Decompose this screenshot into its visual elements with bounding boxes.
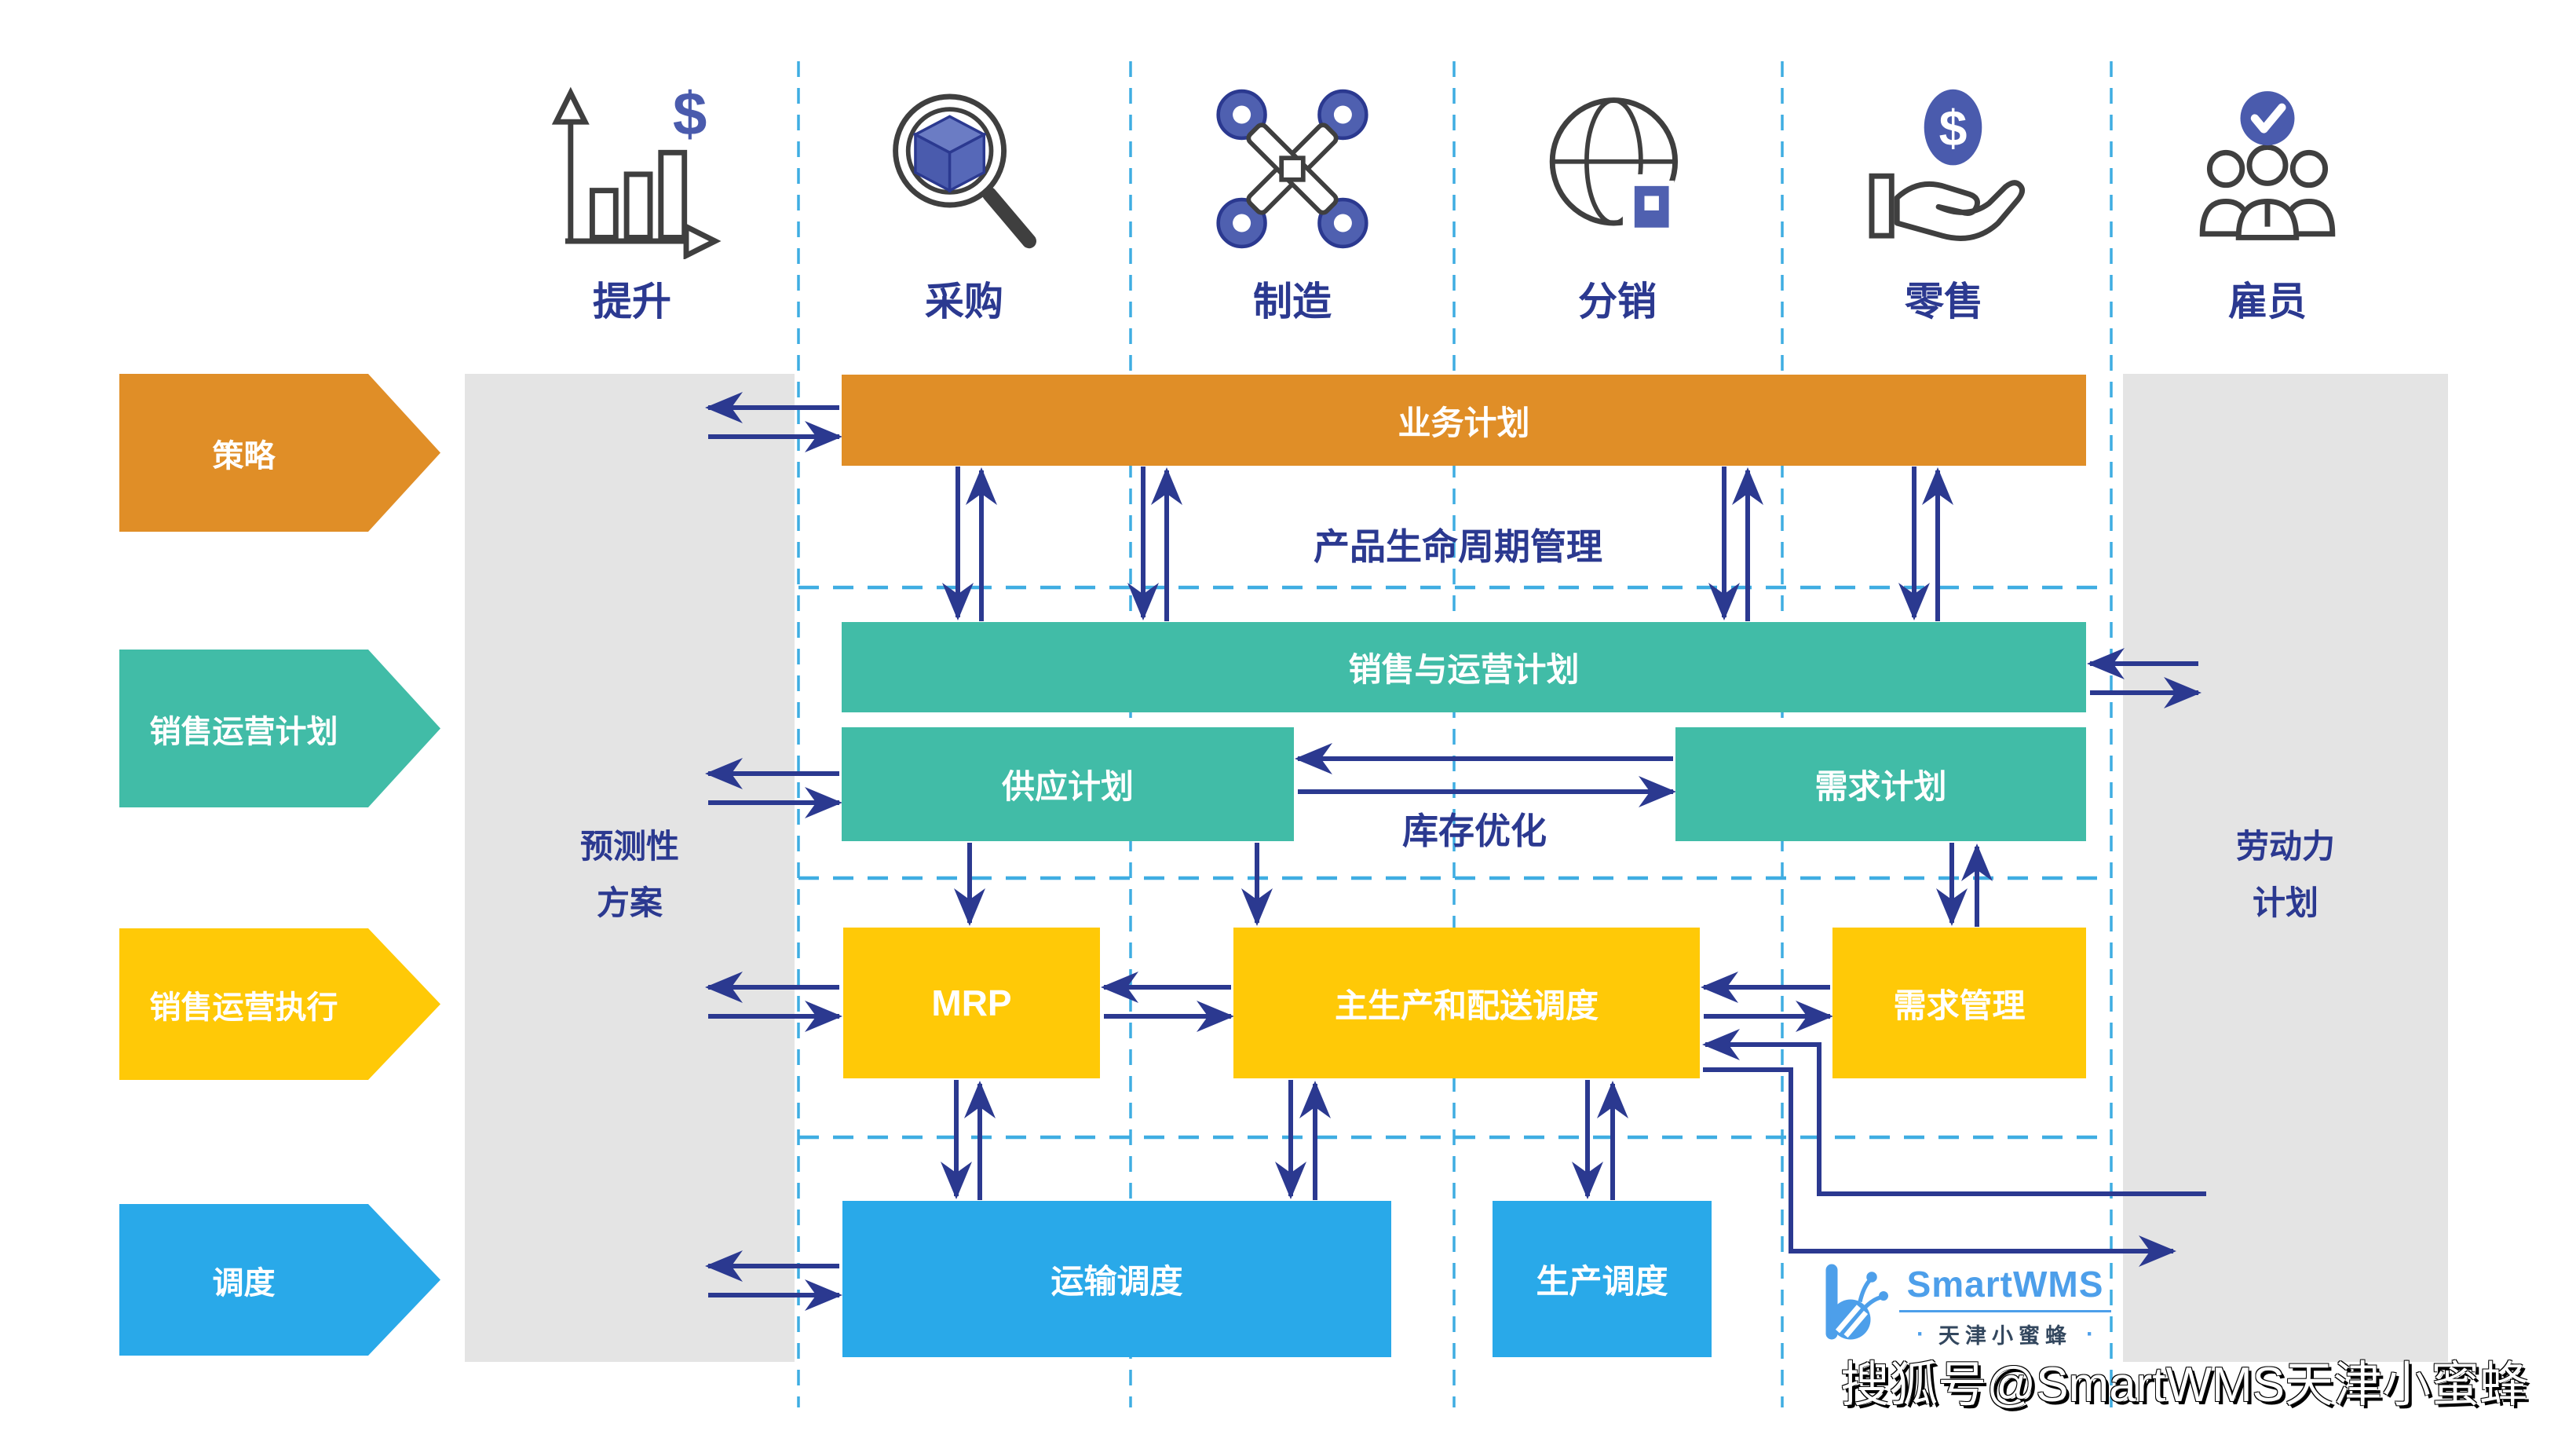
supply-plan-label: 供应计划 xyxy=(1001,768,1134,805)
growth-chart-icon: $ xyxy=(542,79,722,260)
smartwms-logo: SmartWMS · 天津小蜜蜂 · xyxy=(1818,1263,2111,1357)
header-label-improve: 提升 xyxy=(593,280,671,324)
pennant-scheduling: 调度 xyxy=(119,1204,440,1356)
header-label-manufacturing: 制造 xyxy=(1253,280,1332,324)
inventory-optimization-label: 库存优化 xyxy=(1402,811,1547,851)
watermark-text: 搜狐号@SmartWMS天津小蜜蜂 xyxy=(1840,1358,2528,1412)
business-plan-label: 业务计划 xyxy=(1398,404,1530,441)
sop-label: 销售与运营计划 xyxy=(1348,651,1580,688)
mrp-box: MRP xyxy=(843,928,1100,1078)
workforce-plan-line2: 计划 xyxy=(2252,884,2318,921)
demand-plan-box: 需求计划 xyxy=(1675,727,2086,841)
predictive-plan-text: 预测性 方案 xyxy=(465,818,795,931)
workforce-plan-text: 劳动力 计划 xyxy=(2123,818,2448,931)
logo-subtitle: 天津小蜜蜂 xyxy=(1938,1324,2072,1348)
header-label-retail: 零售 xyxy=(1905,280,1983,324)
logo-dot-right: · xyxy=(2086,1320,2094,1347)
header-label-employees: 雇员 xyxy=(2228,280,2307,324)
globe-distribution-icon xyxy=(1527,79,1708,259)
pennant-sales-ops-planning-label: 销售运营计划 xyxy=(149,714,338,749)
demand-mgmt-box: 需求管理 xyxy=(1832,928,2086,1078)
sop-box: 销售与运营计划 xyxy=(842,622,2086,712)
pennant-strategy-label: 策略 xyxy=(212,438,276,474)
search-cube-icon xyxy=(874,79,1054,259)
production-schedule-box: 生产调度 xyxy=(1493,1201,1712,1357)
header-label-procurement: 采购 xyxy=(925,280,1003,324)
transport-schedule-box: 运输调度 xyxy=(842,1201,1391,1357)
logo-name: SmartWMS xyxy=(1906,1264,2104,1305)
team-check-icon xyxy=(2177,79,2358,259)
predictive-plan-line1: 预测性 xyxy=(579,828,679,865)
pennant-strategy: 策略 xyxy=(119,374,440,532)
header-label-distribution: 分销 xyxy=(1578,280,1657,324)
pennant-sales-ops-planning: 销售运营计划 xyxy=(119,650,440,807)
demand-plan-label: 需求计划 xyxy=(1814,768,1947,805)
transport-schedule-label: 运输调度 xyxy=(1050,1263,1183,1300)
machine-icon xyxy=(1202,79,1383,259)
master-schedule-label: 主生产和配送调度 xyxy=(1334,986,1599,1024)
plm-label: 产品生命周期管理 xyxy=(1314,526,1602,567)
production-schedule-label: 生产调度 xyxy=(1536,1263,1668,1300)
svg-text:$: $ xyxy=(1939,100,1968,156)
logo-dot-left: · xyxy=(1916,1320,1924,1347)
workforce-plan-line1: 劳动力 xyxy=(2235,828,2335,865)
pennant-scheduling-label: 调度 xyxy=(212,1265,276,1301)
svg-text:$: $ xyxy=(673,79,707,148)
demand-mgmt-label: 需求管理 xyxy=(1893,986,2026,1024)
master-schedule-box: 主生产和配送调度 xyxy=(1233,928,1700,1078)
predictive-plan-column xyxy=(465,374,795,1362)
pennant-sales-ops-execution: 销售运营执行 xyxy=(119,928,440,1080)
business-plan-box: 业务计划 xyxy=(842,375,2086,466)
predictive-plan-line2: 方案 xyxy=(596,884,663,921)
mrp-label: MRP xyxy=(931,983,1012,1023)
bee-logo-icon xyxy=(1825,1264,1888,1340)
supply-plan-box: 供应计划 xyxy=(842,727,1294,841)
hand-coin-icon: $ xyxy=(1854,79,2034,259)
logo-rule xyxy=(1899,1310,2111,1312)
pennant-sales-ops-execution-label: 销售运营执行 xyxy=(149,990,338,1025)
workforce-plan-column xyxy=(2123,374,2448,1362)
